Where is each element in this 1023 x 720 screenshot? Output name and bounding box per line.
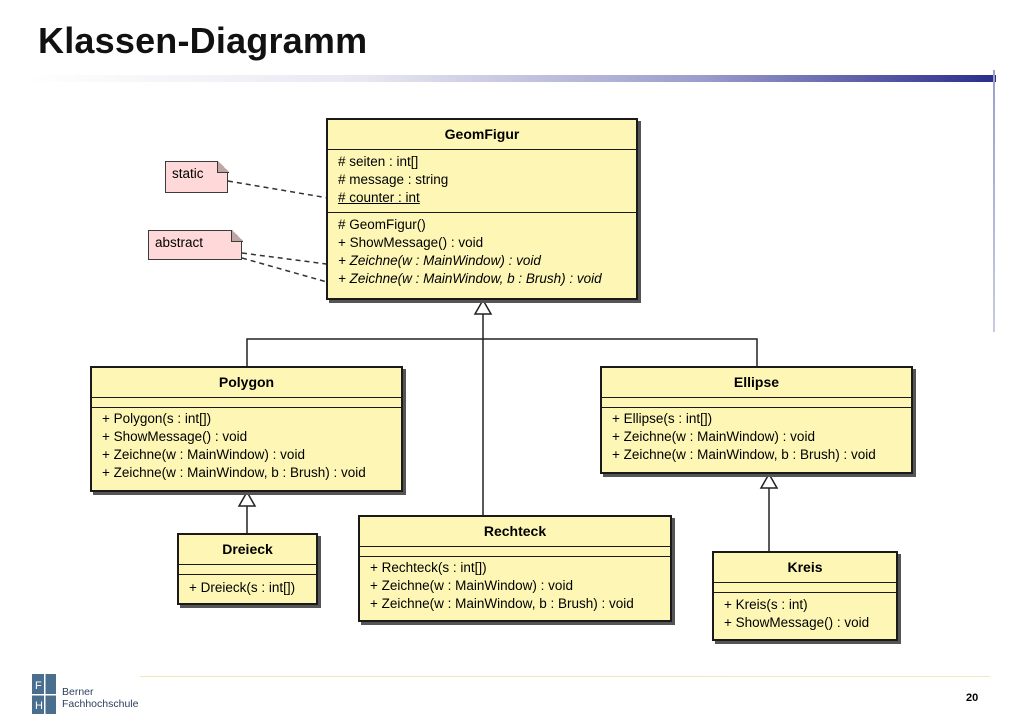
class-name: Kreis bbox=[714, 553, 896, 583]
operation: + ShowMessage() : void bbox=[724, 615, 870, 630]
title-rule bbox=[22, 75, 996, 82]
operation: + Zeichne(w : MainWindow) : void bbox=[370, 578, 573, 593]
class-name: Polygon bbox=[92, 368, 401, 398]
operation: + ShowMessage() : void bbox=[338, 235, 484, 250]
operation-section: + Rechteck(s : int[]) + Zeichne(w : Main… bbox=[360, 557, 670, 615]
operation-section: + Polygon(s : int[]) + ShowMessage() : v… bbox=[92, 408, 401, 484]
class-polygon: Polygon + Polygon(s : int[]) + ShowMessa… bbox=[90, 366, 403, 492]
attribute: # seiten : int[] bbox=[338, 154, 419, 169]
generalization-arrow-geomfigur bbox=[473, 298, 493, 315]
page-number: 20 bbox=[966, 692, 979, 704]
operation: + Zeichne(w : MainWindow) : void bbox=[612, 429, 815, 444]
attribute-section: # seiten : int[] # message : string # co… bbox=[328, 150, 636, 213]
title-rule-edge bbox=[993, 70, 995, 332]
operation: + Kreis(s : int) bbox=[724, 597, 808, 612]
note-abstract-text: abstract bbox=[155, 235, 204, 250]
institution-name: Berner Fachhochschule bbox=[62, 686, 138, 710]
attribute-section bbox=[92, 398, 401, 408]
bfh-logo-icon: F H bbox=[32, 674, 56, 714]
inheritance-line-polygon bbox=[246, 338, 483, 367]
operation: + Zeichne(w : MainWindow, b : Brush) : v… bbox=[338, 271, 602, 286]
operation: + Zeichne(w : MainWindow, b : Brush) : v… bbox=[102, 465, 366, 480]
attribute-section bbox=[602, 398, 911, 408]
inheritance-line-ellipse bbox=[483, 338, 758, 367]
operation-section: # GeomFigur() + ShowMessage() : void + Z… bbox=[328, 213, 636, 291]
attribute-section bbox=[714, 583, 896, 593]
operation: + Zeichne(w : MainWindow, b : Brush) : v… bbox=[612, 447, 876, 462]
operation-section: + Ellipse(s : int[]) + Zeichne(w : MainW… bbox=[602, 408, 911, 466]
logo-letter-h: H bbox=[35, 700, 43, 712]
class-rechteck: Rechteck + Rechteck(s : int[]) + Zeichne… bbox=[358, 515, 672, 622]
class-dreieck: Dreieck + Dreieck(s : int[]) bbox=[177, 533, 318, 605]
class-name: Ellipse bbox=[602, 368, 911, 398]
operation: + Rechteck(s : int[]) bbox=[370, 560, 487, 575]
note-abstract: abstract bbox=[148, 229, 243, 260]
operation: + Zeichne(w : MainWindow) : void bbox=[338, 253, 541, 268]
institution-line-1: Berner bbox=[62, 686, 94, 698]
institution-line-2: Fachhochschule bbox=[62, 698, 139, 710]
class-name: Dreieck bbox=[179, 535, 316, 565]
note-link-abstract-2 bbox=[241, 257, 335, 285]
note-static: static bbox=[165, 160, 229, 193]
note-static-text: static bbox=[172, 166, 204, 181]
class-geomfigur: GeomFigur # seiten : int[] # message : s… bbox=[326, 118, 638, 300]
operation-section: + Kreis(s : int) + ShowMessage() : void bbox=[714, 593, 896, 635]
note-link-abstract-1 bbox=[241, 252, 335, 266]
operation: + Zeichne(w : MainWindow) : void bbox=[102, 447, 305, 462]
footer-divider bbox=[140, 676, 990, 677]
operation: + ShowMessage() : void bbox=[102, 429, 248, 444]
logo-letter-f: F bbox=[35, 680, 42, 692]
operation: + Dreieck(s : int[]) bbox=[189, 580, 296, 595]
class-name: Rechteck bbox=[360, 517, 670, 547]
generalization-arrow-ellipse bbox=[759, 472, 779, 489]
attribute-section bbox=[360, 547, 670, 557]
operation: + Zeichne(w : MainWindow, b : Brush) : v… bbox=[370, 596, 634, 611]
operation-section: + Dreieck(s : int[]) bbox=[179, 575, 316, 601]
class-ellipse: Ellipse + Ellipse(s : int[]) + Zeichne(w… bbox=[600, 366, 913, 474]
attribute: # counter : int bbox=[338, 190, 420, 205]
note-link-static bbox=[227, 180, 335, 200]
attribute: # message : string bbox=[338, 172, 449, 187]
operation: + Polygon(s : int[]) bbox=[102, 411, 212, 426]
attribute-section bbox=[179, 565, 316, 575]
operation: # GeomFigur() bbox=[338, 217, 426, 232]
generalization-arrow-polygon bbox=[237, 490, 257, 507]
class-kreis: Kreis + Kreis(s : int) + ShowMessage() :… bbox=[712, 551, 898, 641]
class-name: GeomFigur bbox=[328, 120, 636, 150]
slide-title: Klassen-Diagramm bbox=[38, 20, 368, 61]
operation: + Ellipse(s : int[]) bbox=[612, 411, 713, 426]
